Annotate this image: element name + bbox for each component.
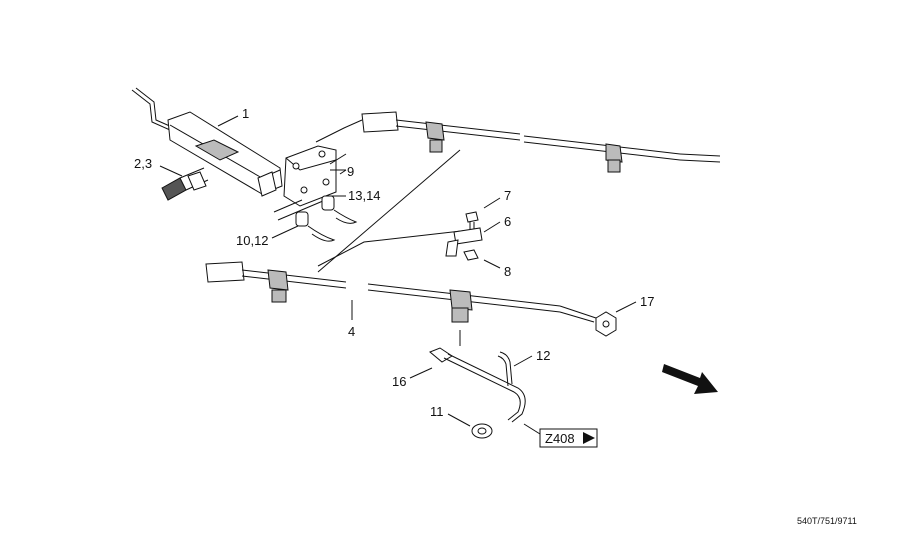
callout-11: 11 [430, 404, 444, 419]
handbrake-lever [131, 87, 283, 197]
clevis-pin-13-14 [321, 195, 358, 224]
washer-11 [471, 423, 493, 439]
callout-10-12: 10,12 [236, 233, 269, 248]
callout-9: 9 [347, 164, 354, 179]
callout-12: 12 [536, 348, 550, 363]
drawing-code: 540T/751/9711 [797, 516, 857, 526]
reference-label: Z408 [545, 431, 575, 446]
callout-4: 4 [348, 324, 355, 339]
nut-17 [595, 311, 617, 337]
callout-7: 7 [504, 188, 511, 203]
bracket-9 [273, 145, 337, 221]
callout-17: 17 [640, 294, 654, 309]
callout-2-3: 2,3 [134, 156, 152, 171]
callout-8: 8 [504, 264, 511, 279]
play-arrow-icon [583, 432, 595, 444]
upper-cable [315, 111, 721, 173]
bolt-clip-nut-6-7-8 [445, 211, 483, 261]
rod-16 [429, 347, 526, 423]
forward-direction-arrow [662, 364, 718, 394]
clevis-pin-10-12 [295, 211, 336, 242]
split-pin-12 [497, 351, 513, 387]
callout-1: 1 [242, 106, 249, 121]
callout-13-14: 13,14 [348, 188, 381, 203]
reference-box[interactable]: Z408 [539, 428, 598, 448]
leader-lines [159, 115, 637, 435]
callout-16: 16 [392, 374, 406, 389]
callout-6: 6 [504, 214, 511, 229]
bolt-2-3 [161, 167, 209, 201]
lower-cable-4 [205, 149, 597, 323]
